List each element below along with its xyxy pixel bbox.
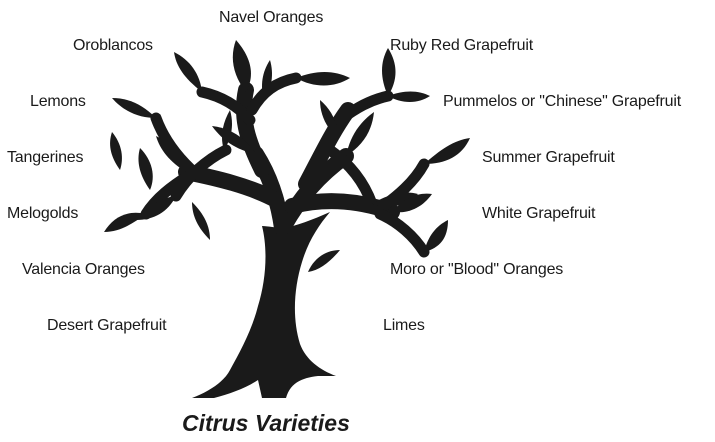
label-oroblancos: Oroblancos (73, 38, 153, 54)
label-moro-oranges: Moro or "Blood" Oranges (390, 262, 563, 278)
label-tangerines: Tangerines (7, 150, 83, 166)
label-white-grapefruit: White Grapefruit (482, 206, 595, 222)
label-ruby-red-grapefruit: Ruby Red Grapefruit (390, 38, 533, 54)
label-lemons: Lemons (30, 94, 86, 110)
label-limes: Limes (383, 318, 425, 334)
tree-trunk (192, 212, 336, 398)
label-pummelos: Pummelos or "Chinese" Grapefruit (443, 94, 681, 110)
label-navel-oranges: Navel Oranges (219, 10, 323, 26)
label-melogolds: Melogolds (7, 206, 78, 222)
diagram-title: Citrus Varieties (182, 412, 350, 435)
label-desert-grapefruit: Desert Grapefruit (47, 318, 166, 334)
label-summer-grapefruit: Summer Grapefruit (482, 150, 615, 166)
label-valencia-oranges: Valencia Oranges (22, 262, 145, 278)
